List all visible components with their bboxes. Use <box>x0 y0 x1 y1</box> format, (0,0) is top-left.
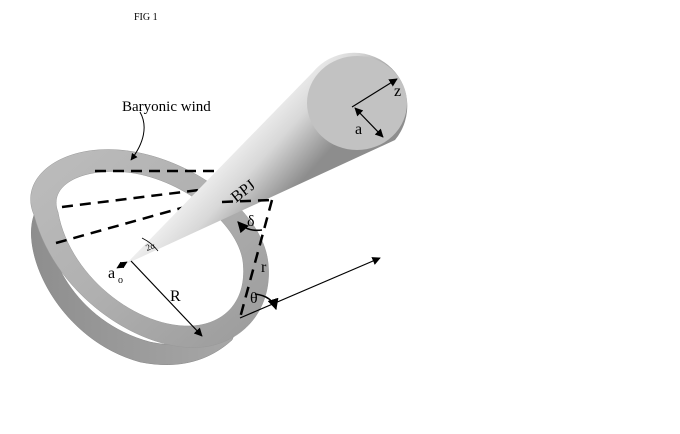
theta-label: θ <box>250 290 258 307</box>
a-axis-arrow <box>354 107 384 138</box>
a0-subscript: o <box>118 275 123 286</box>
z-label: z <box>394 83 401 100</box>
dash-corner-to-ring <box>238 199 274 319</box>
radius-line <box>130 260 203 337</box>
geometry-dashes <box>221 198 274 319</box>
a-label: a <box>355 121 362 138</box>
figure-label: FIG 1 <box>134 12 158 23</box>
delta-label: δ <box>247 213 255 230</box>
jet-cone <box>126 52 408 264</box>
wind-line-mid <box>61 186 216 209</box>
a0-arrow <box>116 261 128 269</box>
R-label: R <box>170 288 181 305</box>
alpha-label: 2α <box>144 240 156 253</box>
r-label: r <box>261 259 267 276</box>
wind-pointer <box>130 111 145 161</box>
a0-arrow-line <box>116 261 128 269</box>
alpha-arc <box>141 237 159 252</box>
delta-arc <box>237 221 263 234</box>
dash-jet-to-corner <box>221 198 273 204</box>
direction-line <box>239 257 381 319</box>
theta-arc <box>254 293 279 311</box>
a0-label: a <box>108 265 115 282</box>
wind-label: Baryonic wind <box>122 99 211 115</box>
z-axis-arrow <box>351 78 398 108</box>
